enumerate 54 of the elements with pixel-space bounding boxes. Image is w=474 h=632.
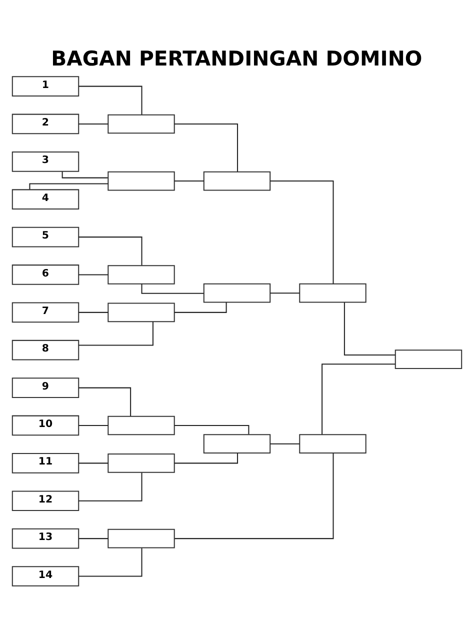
node-box: 3 [12, 152, 80, 172]
node-box: 14 [12, 566, 80, 586]
connector [78, 472, 142, 502]
connector [78, 123, 108, 124]
node-box [203, 434, 271, 454]
connector [174, 180, 204, 182]
connector [270, 292, 300, 294]
connector [78, 462, 108, 464]
connector [78, 274, 108, 276]
connector [270, 180, 334, 284]
connector [78, 387, 132, 416]
node-box: 13 [12, 528, 80, 549]
node-box [299, 283, 366, 303]
node-box: 10 [12, 415, 80, 436]
connector [174, 453, 238, 464]
node-box [108, 265, 175, 284]
connector [62, 172, 108, 178]
node-box [108, 302, 175, 322]
node-box: 5 [12, 226, 80, 248]
node-box [108, 528, 175, 548]
node-box: 8 [12, 340, 80, 360]
node-box: 6 [12, 264, 80, 285]
node-box: 4 [12, 189, 80, 210]
node-box [108, 114, 175, 134]
node-box: 1 [12, 76, 80, 96]
connector [344, 302, 396, 356]
node-box [203, 171, 271, 191]
node-box: 7 [12, 302, 80, 323]
connector [78, 236, 142, 266]
connector [29, 183, 108, 190]
node-box [108, 454, 175, 473]
node-box: 9 [12, 378, 80, 398]
connector [78, 322, 154, 346]
node-box [203, 283, 271, 303]
node-box [299, 434, 366, 454]
connector [78, 538, 108, 540]
connector [78, 312, 108, 313]
connector [78, 548, 142, 577]
node-box: 2 [12, 114, 80, 134]
connector [174, 123, 238, 172]
connector [141, 284, 204, 294]
connector [174, 453, 334, 540]
connector [174, 425, 250, 434]
connector [174, 302, 227, 313]
connector [322, 364, 396, 434]
node-box [108, 171, 175, 191]
node-box [394, 350, 462, 369]
connector [270, 443, 300, 444]
diagram-title: BAGAN PERTANDINGAN DOMINO [51, 46, 422, 70]
node-box: 11 [12, 453, 80, 474]
connector [78, 86, 142, 114]
node-box [108, 416, 175, 436]
node-box: 12 [12, 490, 80, 512]
connector [78, 425, 108, 426]
